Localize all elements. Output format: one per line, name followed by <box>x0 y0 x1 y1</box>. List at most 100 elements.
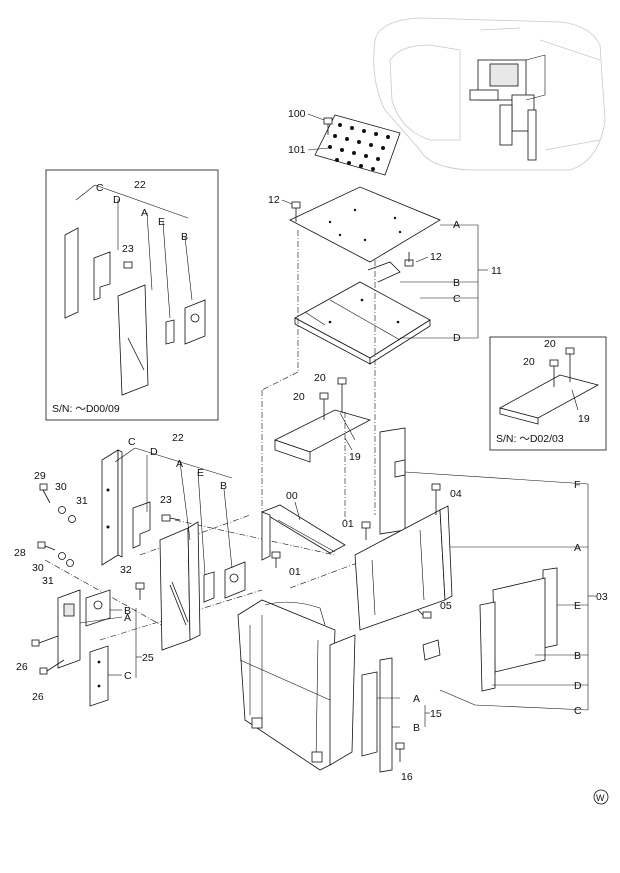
cover-plate-25-A <box>57 589 81 669</box>
left-block-E <box>203 571 215 603</box>
letter-D-right: D <box>574 680 582 692</box>
bolt-05 <box>417 609 432 619</box>
radiator-unit <box>237 599 356 771</box>
bolt-28 <box>37 541 56 551</box>
machine-silhouette <box>373 17 606 171</box>
letter-B-15: B <box>413 722 420 734</box>
gasket-B <box>367 261 401 283</box>
bolt-23 <box>161 514 181 522</box>
bolt-26-a <box>31 635 59 647</box>
pad-25-B <box>85 589 111 627</box>
washer-30-b <box>58 552 66 560</box>
clip-C <box>422 639 441 661</box>
callout-100: 100 <box>288 108 306 120</box>
callout-31-b: 31 <box>42 575 54 587</box>
callout-20-b: 20 <box>293 391 305 403</box>
letter-D-top: D <box>453 332 461 344</box>
inset-callout-23: 23 <box>122 243 134 255</box>
plate-25-C <box>89 645 109 707</box>
letter-A-left: A <box>176 458 183 470</box>
inset-right-callout-20-b: 20 <box>523 356 535 368</box>
washer-30-a <box>58 506 66 514</box>
callout-20-a: 20 <box>314 372 326 384</box>
letter-B-left: B <box>220 480 227 492</box>
letter-B-25: B <box>124 605 131 617</box>
callout-15: 15 <box>430 708 442 720</box>
callout-19: 19 <box>349 451 361 463</box>
callout-22: 22 <box>172 432 184 444</box>
bolt-12-upper <box>291 201 301 222</box>
callout-23: 23 <box>160 494 172 506</box>
letter-E-right: E <box>574 600 581 612</box>
side-plate-15-A <box>361 671 378 757</box>
left-frame-A <box>159 521 201 651</box>
bolt-04 <box>431 483 441 515</box>
seal-B-right <box>479 577 546 692</box>
bolt-01-a <box>361 521 371 540</box>
callout-25: 25 <box>142 652 154 664</box>
inset-letter-E: E <box>158 216 165 228</box>
bolt-01-b <box>271 551 281 568</box>
group-bracket-25 <box>79 608 142 678</box>
callout-00: 00 <box>286 490 298 502</box>
callout-32: 32 <box>120 564 132 576</box>
inset-left-serial: S/N: ～D00/09 <box>52 403 120 415</box>
letter-A-15: A <box>413 693 420 705</box>
strip-F <box>379 427 406 535</box>
side-plate-15-B <box>379 657 393 773</box>
machine-radiator-grille <box>489 63 519 87</box>
letter-D-left: D <box>150 446 158 458</box>
inset-letter-D: D <box>113 194 121 206</box>
inset-callout-22: 22 <box>134 179 146 191</box>
callout-30-b: 30 <box>32 562 44 574</box>
inset-left-bolt-23 <box>123 261 133 269</box>
left-pad-B <box>224 561 246 599</box>
letter-A-right: A <box>574 542 581 554</box>
left-plate-C <box>101 449 123 566</box>
group-bracket-03 <box>404 471 596 711</box>
inset-left-frame <box>45 169 219 421</box>
inset-right-serial: S/N: ～D02/03 <box>496 433 564 445</box>
letter-B-right: B <box>574 650 581 662</box>
callout-04: 04 <box>450 488 462 500</box>
bolt-20-b <box>319 392 329 420</box>
bolt-32 <box>135 582 145 600</box>
bolt-20-a <box>337 377 347 413</box>
inset-left-plate-C <box>64 227 79 319</box>
inset-letter-A: A <box>141 207 148 219</box>
inset-right <box>489 336 607 451</box>
callout-12-lower: 12 <box>430 251 442 263</box>
callout-30-a: 30 <box>55 481 67 493</box>
inset-left-bracket-D <box>93 251 111 301</box>
inset-right-callout-19: 19 <box>578 413 590 425</box>
inset-right-bolt-20-a <box>565 347 575 355</box>
bolt-16 <box>395 742 405 762</box>
group-bracket-15 <box>377 697 430 728</box>
bracket-00 <box>261 504 346 561</box>
letter-C-top: C <box>453 293 461 305</box>
callout-26-b: 26 <box>32 691 44 703</box>
inset-letter-C: C <box>96 182 104 194</box>
letter-A-25: A <box>124 612 131 624</box>
bolt-100 <box>323 117 333 135</box>
letter-C-25: C <box>124 670 132 682</box>
callout-101: 101 <box>288 144 306 156</box>
left-bracket-D <box>132 501 151 549</box>
bolt-26-b <box>39 659 65 675</box>
group-bracket-11 <box>400 224 488 339</box>
bolt-29 <box>39 483 51 504</box>
letter-B-top: B <box>453 277 460 289</box>
washer-31-b <box>66 559 74 567</box>
perforated-plate-101 <box>314 114 401 176</box>
callout-16: 16 <box>401 771 413 783</box>
callout-05: 05 <box>440 600 452 612</box>
watermark-mark: W <box>593 789 609 805</box>
callout-03: 03 <box>596 591 608 603</box>
inset-left-frame-A <box>117 284 149 396</box>
callout-12-upper: 12 <box>268 194 280 206</box>
letter-C-right: C <box>574 705 582 717</box>
inset-left-block-E <box>165 319 175 345</box>
callout-01-a: 01 <box>342 518 354 530</box>
washer-31-a <box>68 515 76 523</box>
